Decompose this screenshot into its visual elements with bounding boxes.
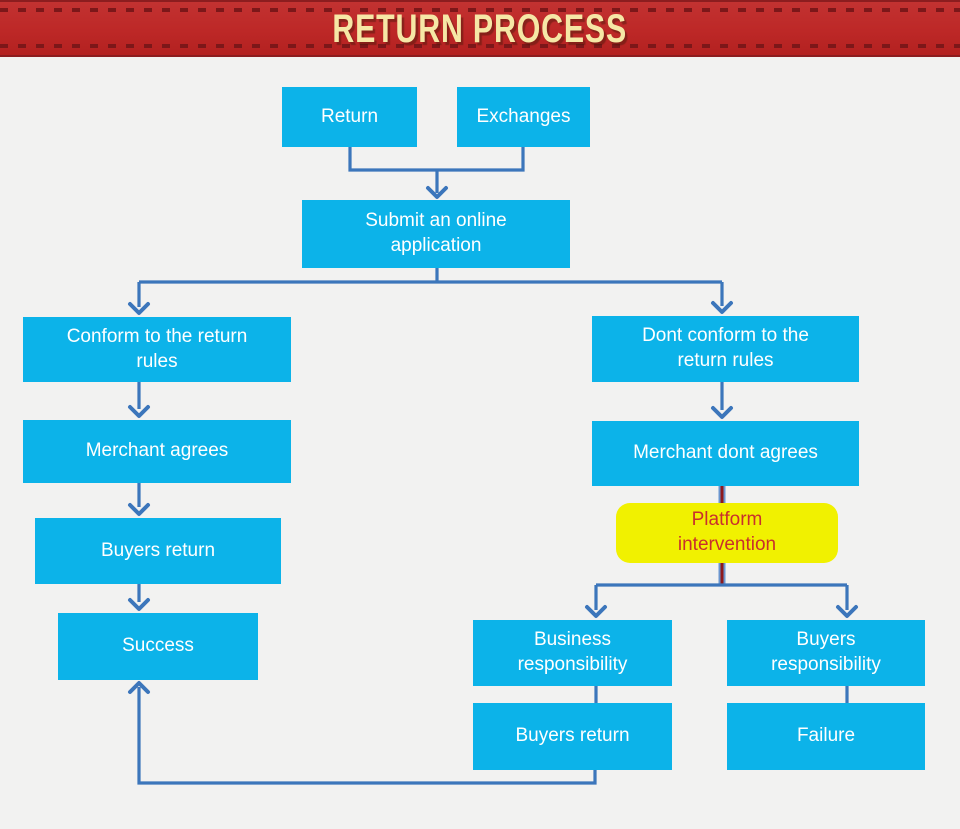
node-merchant-agrees: Merchant agrees — [23, 420, 291, 483]
node-exchanges-label: Exchanges — [476, 105, 571, 127]
node-conform-rules: Conform to the return rules — [23, 317, 291, 382]
arrowhead-buyers-resp — [836, 605, 858, 618]
node-dont-conform-rules: Dont conform to the return rules — [592, 316, 859, 382]
node-platform-intervention-label: Platform intervention — [677, 509, 777, 555]
node-success: Success — [58, 613, 258, 680]
node-business-responsibility: Business responsibility — [473, 620, 672, 686]
arrowhead-dont-conform — [711, 301, 733, 314]
arrowhead-conform — [128, 302, 150, 315]
node-buyers-responsibility: Buyers responsibility — [727, 620, 925, 686]
arrowhead-merchant-dont — [711, 406, 733, 419]
node-merchant-agrees-label: Merchant agrees — [85, 440, 229, 462]
banner-dashed-line-bottom — [0, 44, 960, 48]
arrowhead-success-loop — [128, 681, 150, 694]
node-exchanges: Exchanges — [457, 87, 590, 147]
node-buyers-return-right-label: Buyers return — [515, 725, 630, 747]
node-failure: Failure — [727, 703, 925, 770]
node-buyers-return-left: Buyers return — [35, 518, 281, 584]
arrowhead-success — [128, 598, 150, 611]
edge-loop-to-success — [137, 687, 597, 785]
header-banner: RETURN PROCESS — [0, 0, 960, 57]
node-buyers-return-right: Buyers return — [473, 703, 672, 770]
banner-dashed-line-top — [0, 8, 960, 12]
page-title: RETURN PROCESS — [0, 2, 960, 55]
arrowhead-merchant-agrees — [128, 405, 150, 418]
node-failure-label: Failure — [796, 725, 856, 747]
page-title-text: RETURN PROCESS — [332, 5, 628, 51]
node-success-label: Success — [122, 635, 194, 657]
arrowhead-buyers-return-left — [128, 503, 150, 516]
edge-top-join — [348, 147, 525, 172]
node-buyers-return-left-label: Buyers return — [100, 539, 216, 561]
node-submit-application: Submit an online application — [302, 200, 570, 268]
node-merchant-dont-agrees: Merchant dont agrees — [592, 421, 859, 486]
node-platform-intervention: Platform intervention — [616, 503, 838, 563]
node-dont-conform-rules-label: Dont conform to the return rules — [642, 325, 809, 371]
arrowhead-business-resp — [585, 605, 607, 618]
node-merchant-dont-agrees-label: Merchant dont agrees — [633, 442, 818, 464]
arrowhead-submit — [426, 186, 448, 199]
node-business-responsibility-label: Business responsibility — [517, 629, 628, 675]
node-return: Return — [282, 87, 417, 147]
node-conform-rules-label: Conform to the return rules — [66, 325, 248, 372]
node-return-label: Return — [320, 105, 379, 127]
node-submit-application-label: Submit an online application — [365, 210, 507, 256]
node-buyers-responsibility-label: Buyers responsibility — [771, 629, 881, 675]
